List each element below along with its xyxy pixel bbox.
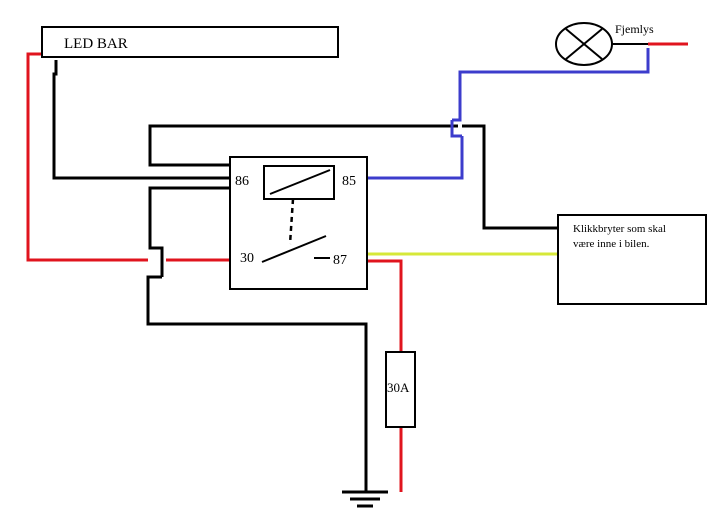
wire-blue-hop xyxy=(450,120,462,138)
led-bar-label: LED BAR xyxy=(64,36,128,52)
relay-coil-diagonal xyxy=(269,169,331,195)
wire-ground-jumper-lower xyxy=(146,275,368,492)
relay-pin-85-label: 85 xyxy=(342,174,356,189)
relay-pin-86-label: 86 xyxy=(235,174,249,189)
wire-ledbar-to-86 xyxy=(52,60,230,180)
wire-crossover-hop xyxy=(150,246,164,277)
black-wires xyxy=(52,60,558,508)
wire-ground-jumper-upper xyxy=(148,186,230,250)
relay-pin-30-label: 30 xyxy=(240,251,254,266)
relay-pin-87-label: 87 xyxy=(333,253,347,268)
blue-wires xyxy=(368,48,650,180)
led-bar-box xyxy=(41,26,339,58)
red-wires xyxy=(26,42,688,492)
fuse-box xyxy=(385,351,416,428)
relay-switch-arm xyxy=(261,235,327,263)
wire-ledbar-to-30 xyxy=(26,52,148,262)
fog-light-icon xyxy=(555,22,613,66)
wire-loop-to-switch xyxy=(462,124,558,230)
wire-blue-upper xyxy=(452,48,650,122)
fuse-label: 30A xyxy=(387,380,410,395)
relay-dashed-link xyxy=(288,198,295,245)
switch-label-line2: være inne i bilen. xyxy=(573,238,650,250)
switch-label-line1: Klikkbryter som skal xyxy=(573,223,666,235)
fog-light-label: Fjemlys xyxy=(615,22,654,36)
switch-box xyxy=(557,214,707,305)
wire-relay-loop-top xyxy=(148,124,458,167)
wire-85-to-foglight xyxy=(368,136,464,180)
wire-87-to-fuse xyxy=(367,259,403,352)
